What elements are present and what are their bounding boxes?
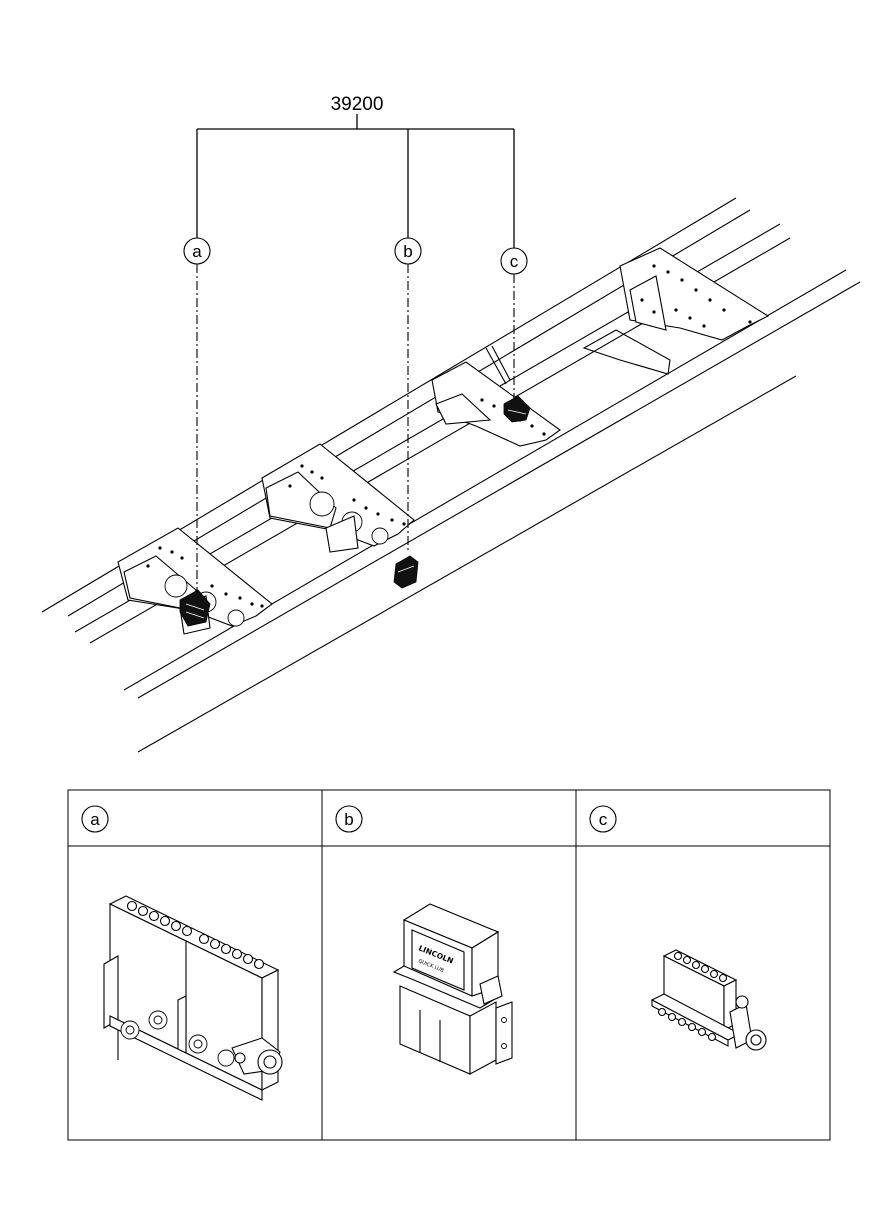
detail-b-lincoln-unit: LINCOLN QUICK LUB	[392, 903, 513, 1075]
detail-c-small-block	[650, 949, 767, 1051]
chassis-frame	[41, 197, 861, 753]
detail-a-divider-block	[103, 895, 283, 1101]
svg-text:a: a	[192, 242, 202, 261]
installed-unit-a	[179, 589, 211, 627]
table-header-a: a	[81, 805, 109, 833]
callout-b: b	[394, 237, 422, 265]
svg-text:a: a	[90, 810, 100, 829]
table-header-b: b	[335, 805, 363, 833]
svg-text:b: b	[403, 242, 412, 261]
part-number: 39200	[331, 94, 384, 115]
detail-table: a b c	[67, 789, 831, 1141]
installed-unit-b	[393, 555, 419, 589]
leader-lines	[196, 114, 515, 592]
svg-text:c: c	[599, 810, 608, 829]
callout-a: a	[183, 237, 211, 265]
installed-unit-c	[503, 395, 531, 423]
callout-c: c	[500, 247, 528, 275]
svg-text:c: c	[510, 252, 519, 271]
table-header-c: c	[589, 805, 617, 833]
svg-text:b: b	[344, 810, 353, 829]
